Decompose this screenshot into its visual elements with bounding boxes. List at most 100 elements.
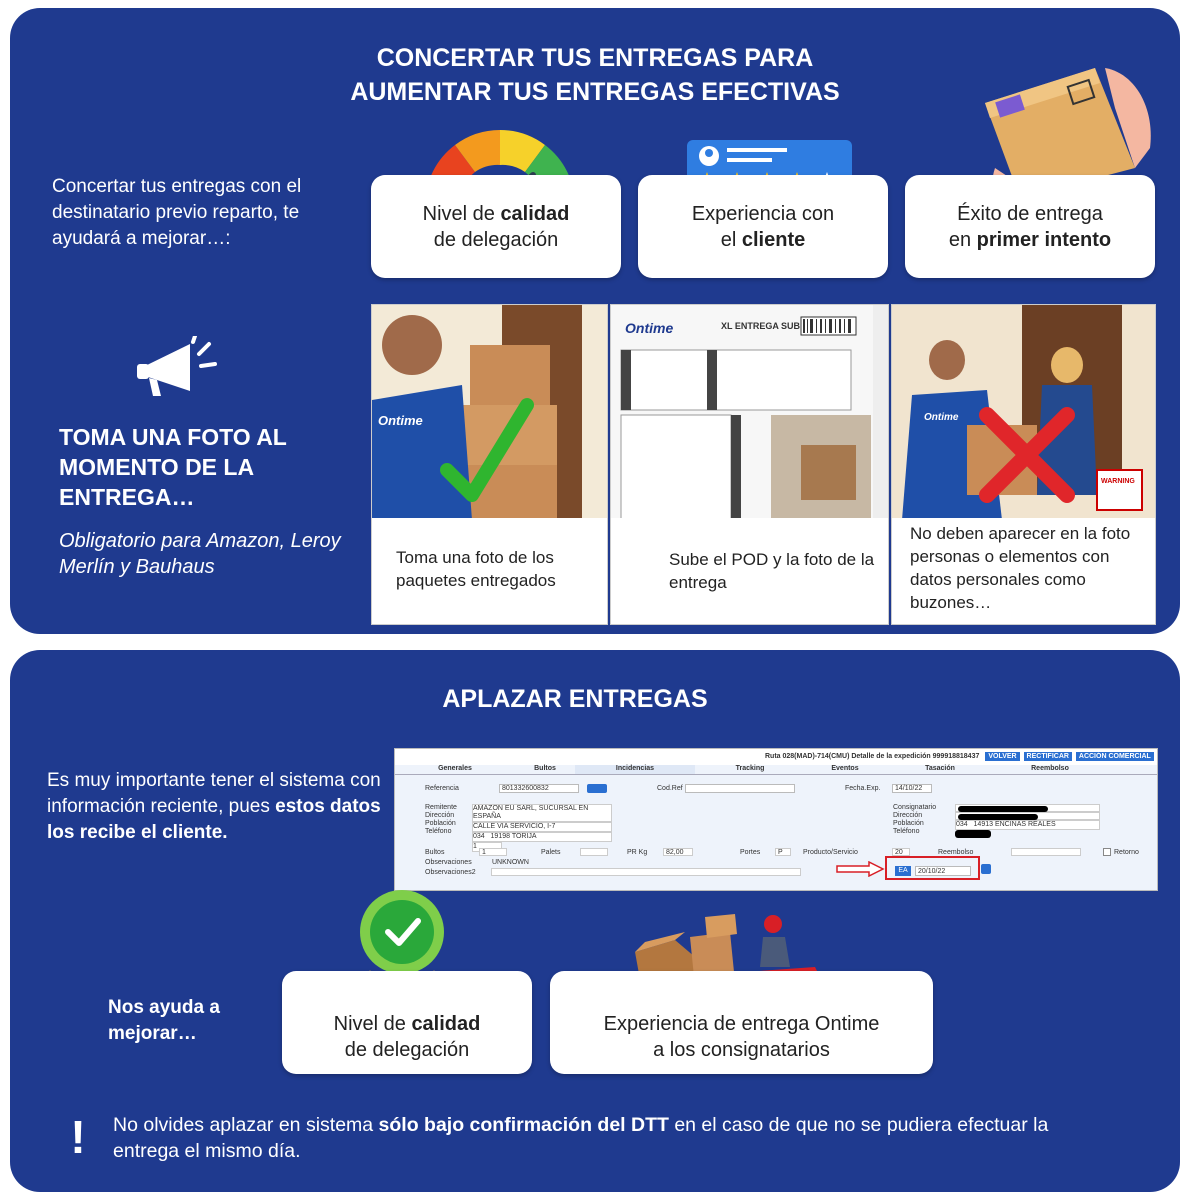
card-bold: calidad [500,202,570,225]
red-arrow-icon [836,861,885,877]
card-text: Experiencia con [691,202,835,225]
direccion-input[interactable]: CALLE VIA SERVICIO, I-7 [472,822,612,832]
tab-eventos[interactable]: Eventos [831,765,859,772]
exclamation-icon: ! [70,1111,86,1163]
ea-button[interactable]: EA [895,866,911,876]
aplazamiento-highlight: EA 20/10/22 [885,856,980,880]
card-bold: calidad [411,1012,481,1035]
tab-generales[interactable]: Generales [438,765,472,772]
codref-input[interactable] [685,784,795,793]
observaciones-value: UNKNOWN [492,859,529,866]
photo-card-packages: Ontime Toma una foto de los paquetes ent… [371,304,608,625]
photo-caption: Toma una foto de los paquetes entregados [372,518,607,624]
photo-caption: No deben aparecer en la foto personas o … [892,518,1155,624]
redacted-address [958,814,1038,820]
referencia-button[interactable] [587,784,607,793]
pod-document-illustration: Ontime XL ENTREGA SUBIDA A [611,305,888,521]
section1-intro: Concertar tus entregas con el destinatar… [52,176,302,249]
portes-label: Portes [740,849,761,856]
section-aplazar: APLAZAR ENTREGAS Es muy importante tener… [10,650,1180,1192]
consignatario-values: 034 14913 ENCINAS REALES [955,804,1100,838]
tab-tracking[interactable]: Tracking [735,765,765,772]
poblacion-label: Población [425,820,456,827]
card-bold: cliente [741,228,806,251]
intro-bold: estos datos los recibe el cliente. [47,796,381,843]
tab-tasacion[interactable]: Tasación [925,765,955,772]
card-text: a los consignatarios [653,1038,830,1061]
prkg-input[interactable]: 82,00 [663,848,693,856]
card-bold: primer intento [976,228,1112,251]
card-calidad: Nivel de calidad de delegación [371,175,621,278]
photo-note: Obligatorio para Amazon, Leroy Merlín y … [59,530,341,578]
redacted-name [958,806,1048,812]
retorno-label: Retorno [1114,849,1139,856]
palets-input[interactable] [580,848,608,856]
card-experiencia-ontime: Experiencia de entrega Ontime a los cons… [550,971,933,1074]
rectificar-button[interactable]: RECTIFICAR [1023,752,1072,761]
card-text: Experiencia de entrega Ontime [603,1012,880,1035]
poblacion-value: 19198 TORIJA [490,833,537,840]
producto-input[interactable]: 20 [892,848,910,856]
check-badge-icon [355,890,449,1002]
fecha-input[interactable]: 14/10/22 [892,784,932,793]
observaciones2-label: Observaciones2 [425,869,476,876]
direccion-label: Dirección [425,812,455,819]
observaciones-label: Observaciones [425,859,472,866]
card-text: el [720,228,742,251]
portes-input[interactable]: P [775,848,791,856]
c-poblacion-value: 14913 ENCINAS REALES [973,821,1056,828]
ontime-brand: Ontime [625,320,673,336]
bultos-label: Bultos [425,849,445,856]
card-text: de delegación [433,228,559,251]
section2-title: APLAZAR ENTREGAS [442,685,708,713]
referencia-input[interactable]: 801332600832 [499,784,579,793]
volver-button[interactable]: VOLVER [985,752,1020,761]
prkg-label: PR Kg [627,849,648,856]
ontime-brand: Ontime [378,413,423,428]
system-screenshot: Ruta 028(MAD)-714(CMU) Detalle de la exp… [394,748,1158,891]
bultos-input[interactable]: 1 [479,848,507,856]
photo-card-pod: Ontime XL ENTREGA SUBIDA A Sube el POD y… [610,304,889,625]
photo-card-no-personas: Ontime WARNING No deben aparecer en la f… [891,304,1156,625]
screenshot-header-text: Ruta 028(MAD)-714(CMU) Detalle de la exp… [765,753,980,760]
tab-bultos[interactable]: Bultos [534,765,556,772]
intro-text: Es muy importante tener el sistema con i… [47,770,381,817]
observaciones2-input[interactable] [491,868,801,876]
card-text: Éxito de entrega [957,202,1103,225]
title-line-2: AUMENTAR TUS ENTREGAS EFECTIVAS [350,78,840,106]
remitente-labels: Remitente Dirección Población Teléfono [425,804,457,836]
photo-no-personas-illustration: Ontime WARNING [892,305,1155,520]
ea-date-input[interactable]: 20/10/22 [915,866,971,876]
warning-bold: sólo bajo confirmación del DTT [378,1114,669,1136]
c-direccion-label: Dirección [893,812,923,819]
ea-confirm-button[interactable] [981,864,991,874]
remitente-values: AMAZON EU SARL, SUCURSAL EN ESPAÑA CALLE… [472,804,612,852]
photo-caption: Sube el POD y la foto de la entrega [611,518,888,624]
remitente-input[interactable]: AMAZON EU SARL, SUCURSAL EN ESPAÑA [472,804,612,822]
section2-intro: Es muy importante tener el sistema con i… [47,768,382,846]
warning-post: en el caso de que no se pudiera efectuar… [113,1114,1049,1162]
remitente-label: Remitente [425,804,457,811]
card-text: en [948,228,977,251]
cross-icon [979,407,1075,503]
tab-reembolso[interactable]: Reembolso [1031,765,1069,772]
photo-packages-illustration: Ontime [372,305,607,520]
accion-comercial-button[interactable]: ACCIÓN COMERCIAL [1075,752,1154,761]
reembolso-label: Reembolso [938,849,974,856]
photo-heading: TOMA UNA FOTO AL MOMENTO DE LA ENTREGA… [59,424,287,510]
pod-doc-title: XL ENTREGA SUBIDA A [721,321,824,331]
reembolso-input[interactable] [1011,848,1081,856]
c-poblacion-cp: 034 [956,821,968,828]
retorno-checkbox[interactable] [1103,848,1111,856]
title-line-1: CONCERTAR TUS ENTREGAS PARA [376,44,814,72]
package-in-hands-icon [985,68,1151,209]
screenshot-header: Ruta 028(MAD)-714(CMU) Detalle de la exp… [395,749,1157,765]
poblacion-cp: 034 [473,833,485,840]
codref-label: Cod.Ref [657,785,683,792]
tab-incidencias[interactable]: Incidencias [575,765,695,774]
palets-label: Palets [541,849,561,856]
megaphone-icon [137,336,217,396]
screenshot-tabs: Generales Bultos Incidencias Tracking Ev… [395,765,1157,775]
consignatario-labels: Consignatario Dirección Población Teléfo… [893,804,936,836]
c-poblacion-label: Población [893,820,924,827]
